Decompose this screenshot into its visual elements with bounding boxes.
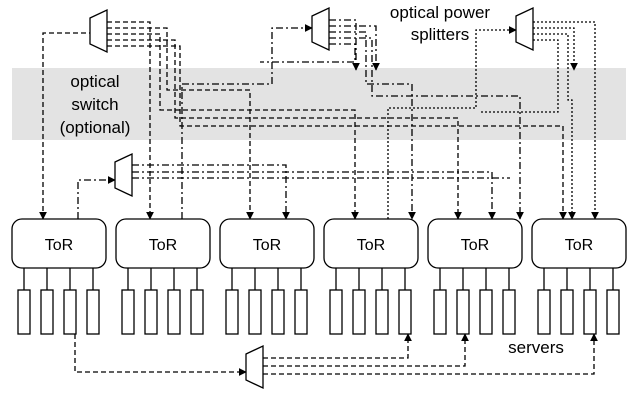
splitters-label-1: optical power bbox=[390, 3, 491, 22]
tor-switch-6 bbox=[531, 218, 627, 269]
fiber-link-11 bbox=[329, 37, 524, 220]
server bbox=[294, 289, 308, 335]
optical-switch-band bbox=[12, 68, 626, 140]
tor-switch-2 bbox=[115, 218, 211, 269]
fiber-link-7 bbox=[181, 24, 313, 219]
splitter-group bbox=[89, 6, 534, 390]
servers-label: servers bbox=[508, 338, 564, 357]
server bbox=[63, 289, 77, 335]
optical-switch-label-2: switch bbox=[71, 95, 118, 114]
fiber-link-22 bbox=[74, 334, 247, 376]
server bbox=[271, 289, 285, 335]
fiber-link-10 bbox=[329, 31, 416, 220]
server bbox=[86, 289, 100, 335]
fiber-link-3 bbox=[107, 27, 254, 220]
server bbox=[433, 289, 447, 335]
optical-splitter-4 bbox=[114, 152, 133, 198]
tor-label-5: ToR bbox=[461, 237, 489, 254]
server bbox=[144, 289, 158, 335]
server bbox=[537, 289, 551, 335]
fiber-link-12 bbox=[260, 43, 356, 63]
tor-switch-5 bbox=[427, 218, 523, 269]
tor-label-4: ToR bbox=[357, 237, 385, 254]
server bbox=[17, 289, 31, 335]
optical-splitter-1 bbox=[89, 8, 108, 54]
server bbox=[248, 289, 262, 335]
fiber-link-18 bbox=[77, 176, 116, 219]
server bbox=[190, 289, 204, 335]
optical-splitter-2 bbox=[311, 6, 330, 52]
tor-group: ToR ToR ToR ToR ToR ToR bbox=[11, 218, 627, 269]
tor-label-2: ToR bbox=[149, 237, 177, 254]
optical-switch-label-3: (optional) bbox=[60, 118, 131, 137]
server bbox=[167, 289, 181, 335]
tor-switch-1 bbox=[11, 218, 107, 269]
fiber-link-1 bbox=[39, 32, 90, 220]
fiber-link-19 bbox=[132, 164, 290, 220]
fiber-link-5 bbox=[107, 39, 462, 220]
optical-switch-label-1: optical bbox=[70, 72, 119, 91]
fiber-link-20 bbox=[132, 171, 496, 220]
fiber-link-4 bbox=[107, 33, 359, 220]
server bbox=[398, 289, 412, 335]
fiber-link-25 bbox=[263, 333, 598, 375]
fiber-link-23 bbox=[263, 333, 412, 359]
fiber-link-15 bbox=[533, 27, 578, 71]
server bbox=[583, 289, 597, 335]
tor-switch-3 bbox=[219, 218, 315, 269]
server bbox=[560, 289, 574, 335]
optical-splitter-5 bbox=[245, 344, 264, 390]
fiber-link-6 bbox=[107, 45, 567, 220]
server bbox=[375, 289, 389, 335]
server bbox=[329, 289, 343, 335]
fiber-link-8 bbox=[329, 19, 360, 71]
tor-label-1: ToR bbox=[45, 237, 73, 254]
fiber-link-2 bbox=[107, 21, 154, 220]
server bbox=[456, 289, 470, 335]
fiber-link-14 bbox=[533, 21, 599, 220]
splitters-label-2: splitters bbox=[411, 25, 470, 44]
server bbox=[479, 289, 493, 335]
fiber-link-17 bbox=[480, 39, 559, 113]
tor-label-6: ToR bbox=[565, 237, 593, 254]
optical-splitter-3 bbox=[515, 6, 534, 52]
server-group bbox=[17, 268, 620, 335]
fiber-link-9 bbox=[329, 25, 380, 71]
server bbox=[352, 289, 366, 335]
tor-switch-4 bbox=[323, 218, 419, 269]
fiber-links bbox=[39, 19, 599, 376]
server bbox=[40, 289, 54, 335]
fiber-link-24 bbox=[263, 333, 469, 367]
fiber-link-16 bbox=[533, 33, 576, 220]
server bbox=[502, 289, 516, 335]
fiber-link-13 bbox=[387, 26, 517, 219]
tor-label-3: ToR bbox=[253, 237, 281, 254]
server bbox=[121, 289, 135, 335]
server bbox=[606, 289, 620, 335]
server bbox=[225, 289, 239, 335]
